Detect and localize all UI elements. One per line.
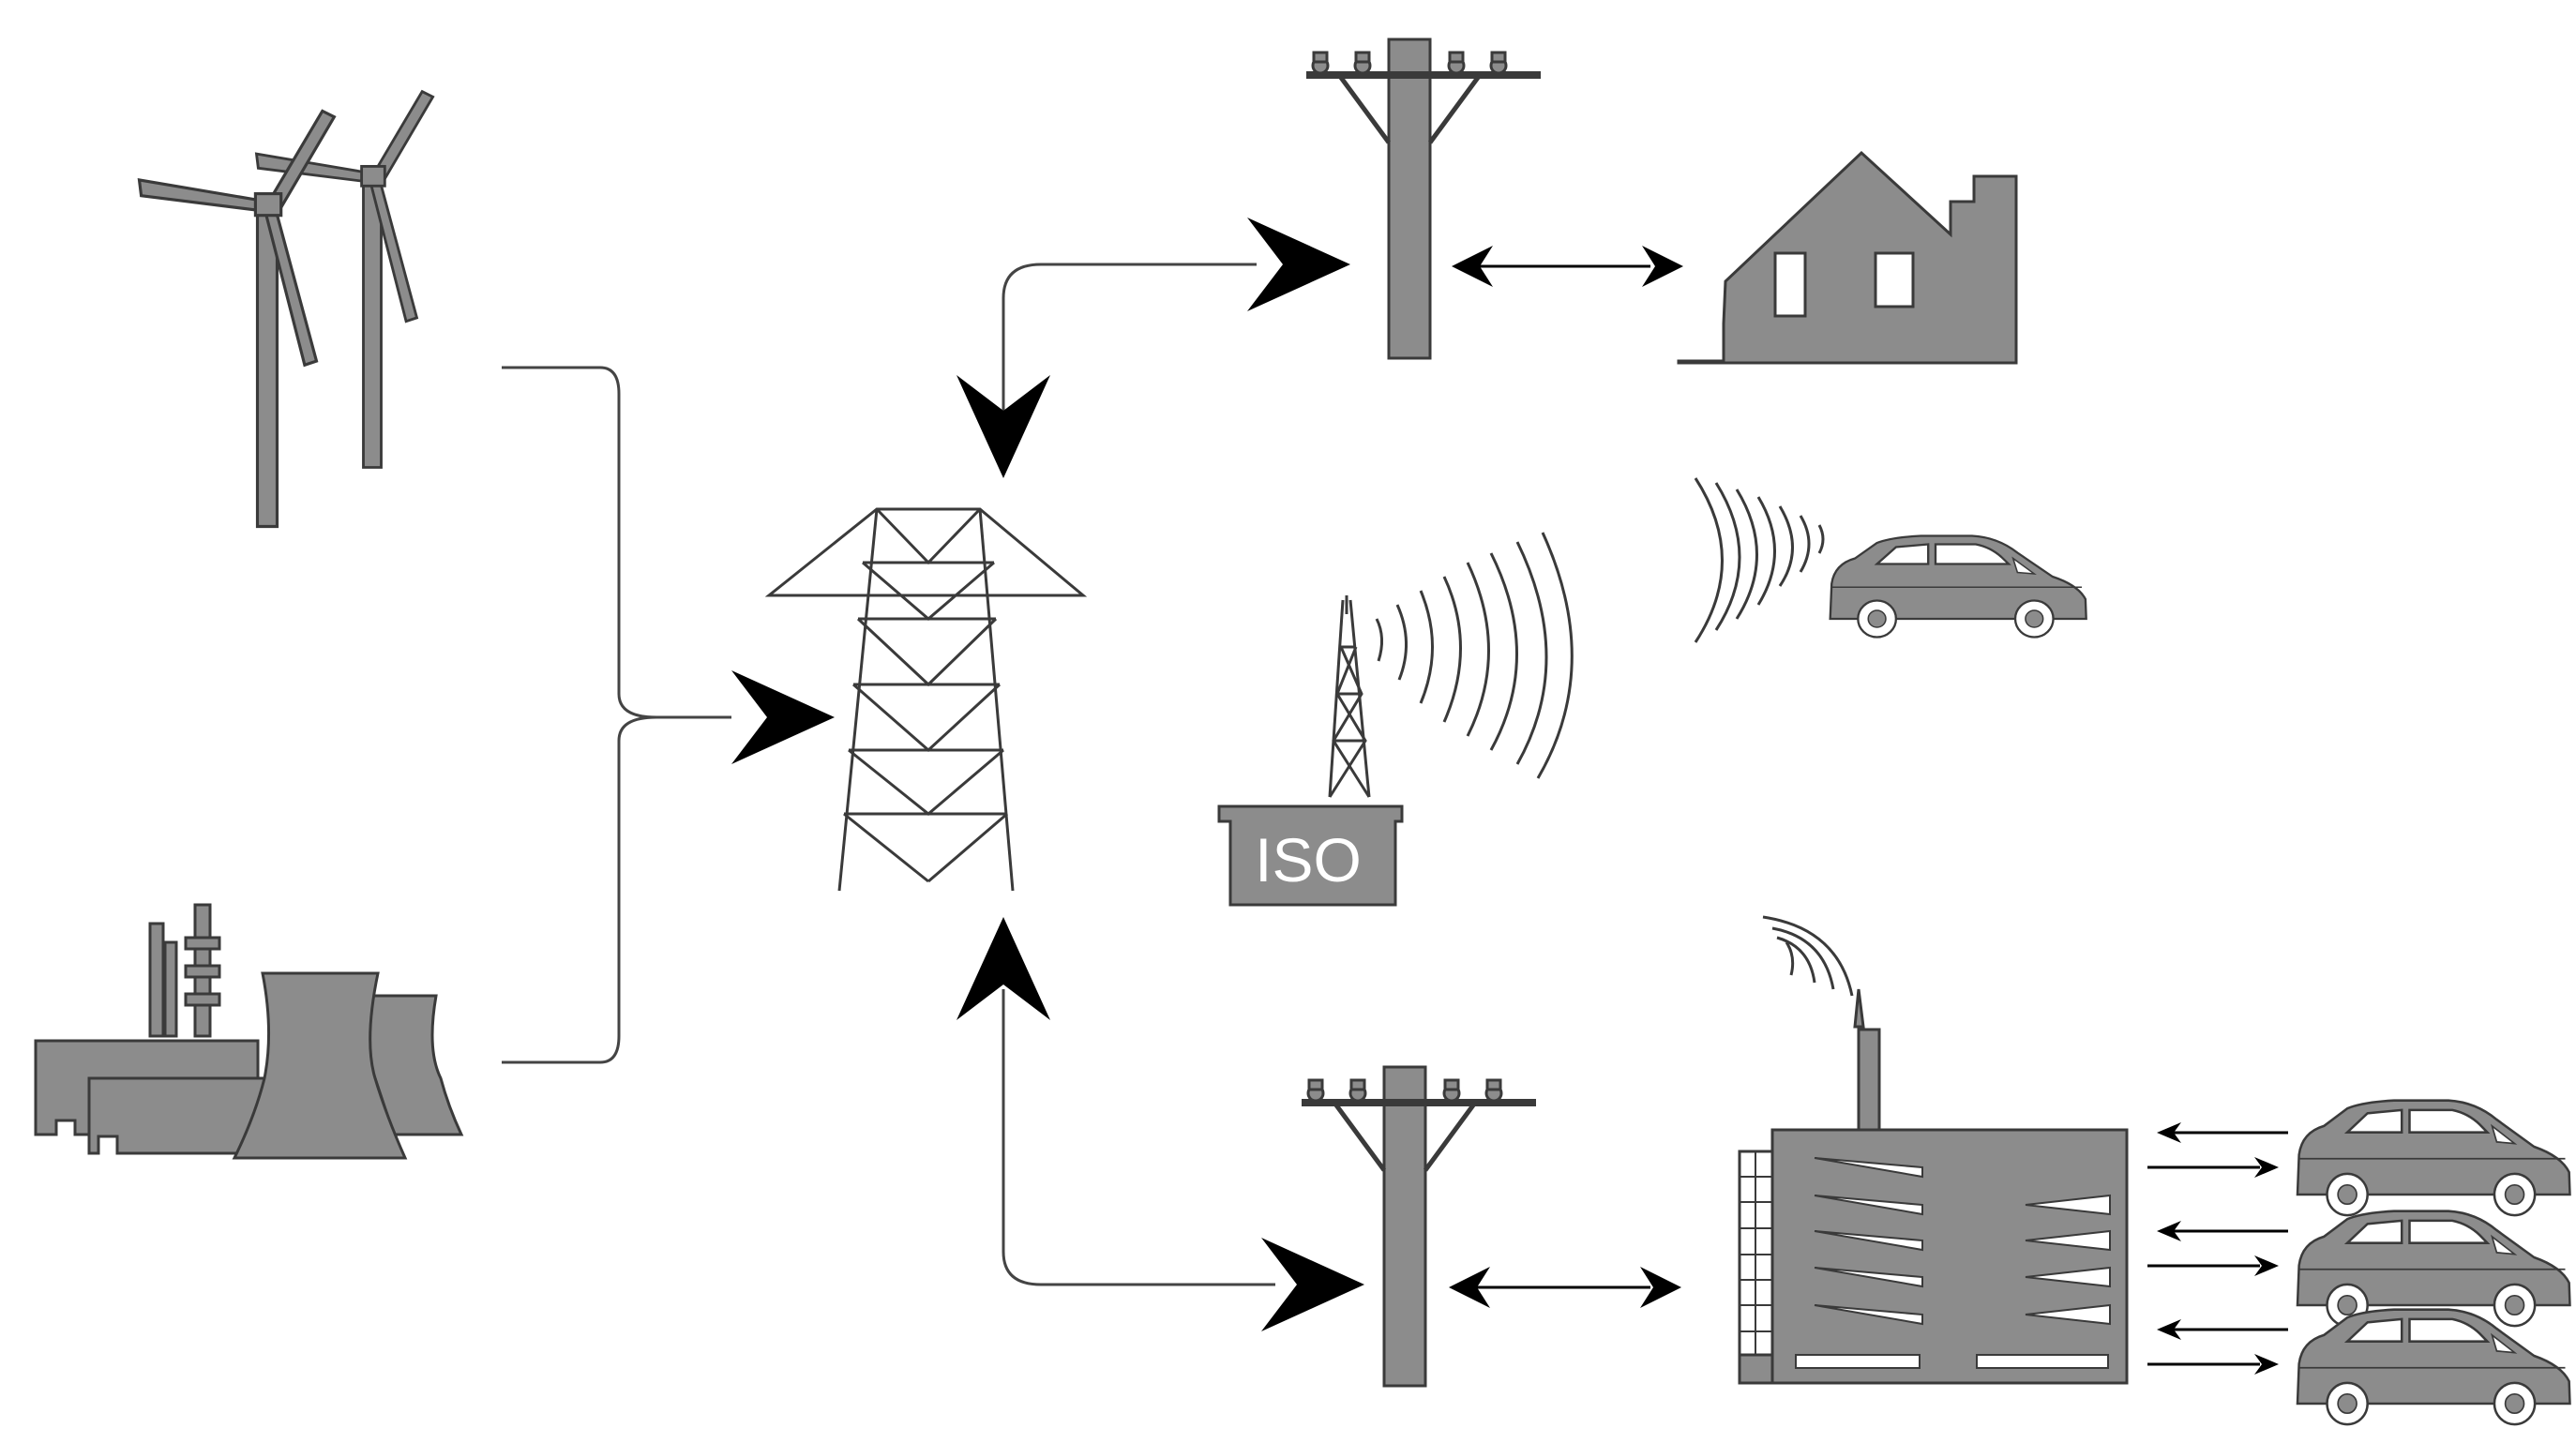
iso-label: ISO	[1255, 825, 1362, 894]
house-icon	[1677, 150, 2018, 365]
cooling-tower-icon	[34, 903, 464, 1160]
feed-arrow-head	[731, 670, 835, 764]
wind-turbine-icon	[137, 90, 435, 529]
pole-house-double-arrow	[1452, 246, 1683, 287]
utility-pole-icon	[1306, 39, 1541, 358]
pole-garage-double-arrow	[1449, 1267, 1681, 1308]
garage-fleet-arrows	[2147, 1131, 2288, 1366]
signal-waves-icon	[1694, 477, 1825, 643]
feed-bracket	[502, 263, 1275, 1286]
signal-waves-icon	[1375, 532, 1574, 779]
utility-pole-icon	[1302, 1067, 1536, 1386]
car-icon	[2296, 1308, 2571, 1426]
radio-tower-icon: ISO	[1217, 595, 1404, 907]
arrow-to-pole-top	[1247, 218, 1350, 311]
car-icon	[1829, 534, 2087, 639]
parking-garage-icon	[1738, 915, 2129, 1385]
transmission-tower-icon	[764, 507, 1088, 892]
car-icon	[2296, 1099, 2571, 1217]
arrow-to-pole-bottom	[1261, 1238, 1364, 1331]
